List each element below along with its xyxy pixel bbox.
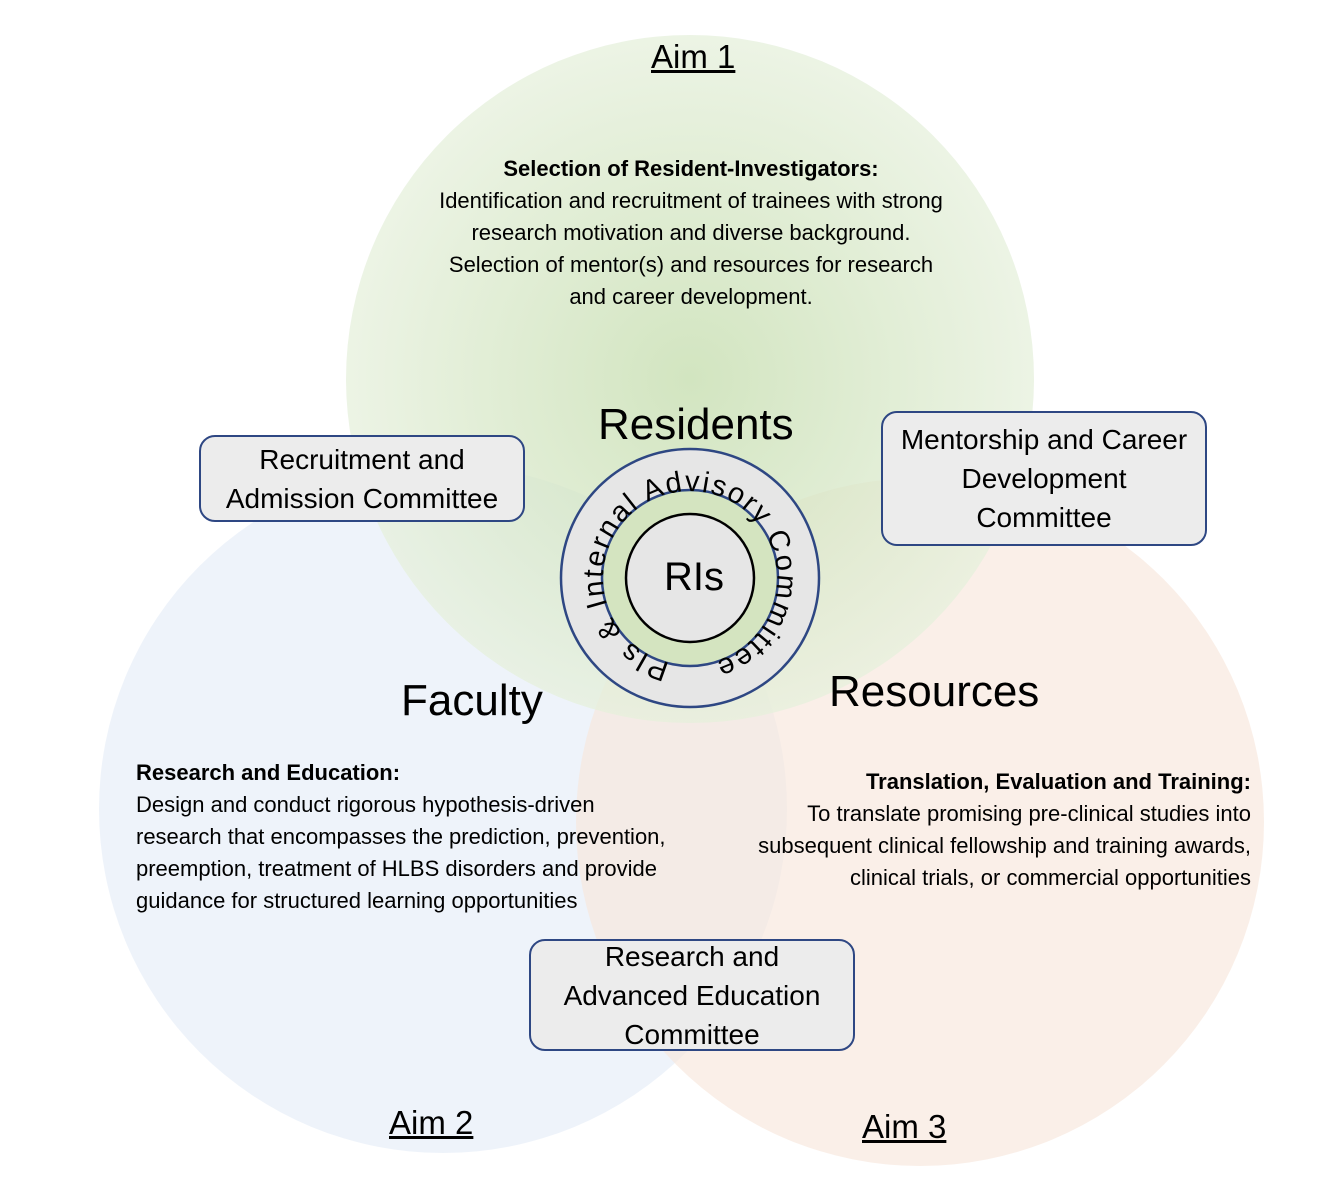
- research-committee-box: Research and Advanced Education Committe…: [529, 939, 855, 1051]
- residents-title: Residents: [598, 400, 794, 449]
- center-core: [624, 512, 756, 644]
- aim3-label: Aim 3: [862, 1108, 947, 1145]
- aim2-description: Research and Education: Design and condu…: [136, 757, 686, 917]
- resources-title: Resources: [829, 667, 1040, 716]
- aim2-heading: Research and Education:: [136, 760, 401, 785]
- aim2-body: Design and conduct rigorous hypothesis-d…: [136, 792, 666, 913]
- aim2-label: Aim 2: [389, 1104, 474, 1141]
- recruitment-committee-box: Recruitment and Admission Committee: [199, 435, 525, 522]
- aim1-label: Aim 1: [651, 38, 736, 75]
- aim1-body: Identification and recruitment of traine…: [439, 188, 943, 309]
- faculty-title: Faculty: [401, 676, 543, 725]
- core-label: RIs: [664, 555, 724, 599]
- aim3-description: Translation, Evaluation and Training: To…: [745, 766, 1251, 894]
- aim1-heading: Selection of Resident-Investigators:: [503, 156, 879, 181]
- mentorship-committee-box: Mentorship and Career Development Commit…: [881, 411, 1207, 546]
- residents-circle: [346, 35, 1034, 723]
- aim1-description: Selection of Resident-Investigators: Ide…: [430, 153, 952, 313]
- aim3-heading: Translation, Evaluation and Training:: [865, 769, 1251, 794]
- aim3-body: To translate promising pre-clinical stud…: [758, 801, 1251, 890]
